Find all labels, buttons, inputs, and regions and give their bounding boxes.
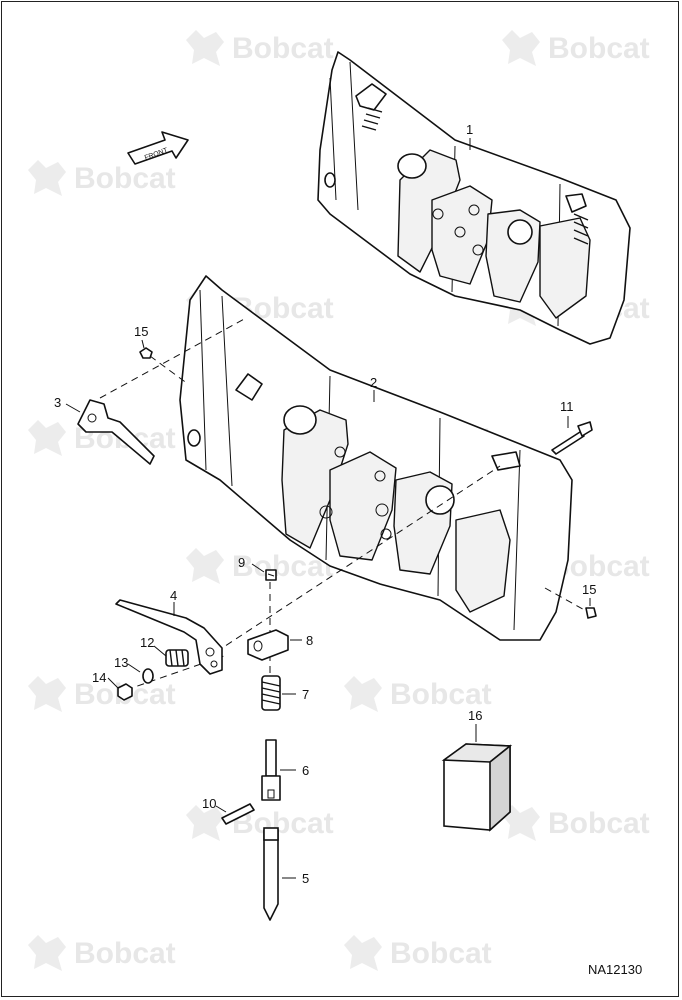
- callout-7: 7: [302, 687, 309, 702]
- watermark: Bobcat: [28, 160, 176, 196]
- callout-6: 6: [302, 763, 309, 778]
- callout-15b: 15: [582, 582, 596, 597]
- callout-14: 14: [92, 670, 106, 685]
- part-8-block: [247, 629, 289, 661]
- watermark: Bobcat: [502, 30, 650, 66]
- part-7-spring: [261, 675, 281, 711]
- part-5-rod: [263, 827, 279, 921]
- callout-3: 3: [54, 395, 61, 410]
- watermark-text: Bobcat: [74, 937, 176, 970]
- part-15-fitting-a: [139, 347, 153, 359]
- part-1-mount-frame: [317, 51, 631, 345]
- watermark-text: Bobcat: [548, 807, 650, 840]
- callout-13: 13: [114, 655, 128, 670]
- watermark-text: Bobcat: [390, 937, 492, 970]
- assembly-lines: [99, 317, 589, 691]
- callout-10: 10: [202, 796, 216, 811]
- callouts: 1 2 3 4 5 6 7 8 9 10 11 12 13 14 15 15 1…: [54, 122, 596, 886]
- part-3-lever: [77, 399, 155, 465]
- callout-8: 8: [306, 633, 313, 648]
- watermark: Bobcat: [344, 676, 492, 712]
- watermark-text: Bobcat: [390, 678, 492, 711]
- part-12-spring: [165, 649, 189, 667]
- callout-4: 4: [170, 588, 177, 603]
- watermark-text: Bobcat: [548, 32, 650, 65]
- callout-5: 5: [302, 871, 309, 886]
- watermark: Bobcat: [502, 805, 650, 841]
- part-16-decal-box: [441, 743, 513, 832]
- part-11-bolt: [551, 421, 593, 455]
- leader-lines: [65, 138, 591, 879]
- callout-2: 2: [370, 375, 377, 390]
- watermark-text: Bobcat: [74, 162, 176, 195]
- watermark: Bobcat: [186, 30, 334, 66]
- callout-16: 16: [468, 708, 482, 723]
- drawing-code: NA12130: [588, 962, 642, 977]
- part-6-pin: [261, 739, 281, 801]
- part-13-washer: [142, 668, 154, 684]
- watermark: Bobcat: [344, 935, 492, 971]
- part-10-roll-pin: [221, 803, 255, 825]
- watermark-text: Bobcat: [232, 32, 334, 65]
- part-15-fitting-b: [585, 607, 597, 619]
- part-2-mount-frame: [179, 275, 573, 641]
- callout-12: 12: [140, 635, 154, 650]
- callout-15a: 15: [134, 324, 148, 339]
- part-4-handle: [115, 599, 223, 675]
- part-9-screw: [265, 569, 277, 581]
- callout-11: 11: [560, 399, 574, 414]
- front-arrow-icon: FRONT: [127, 131, 189, 165]
- part-14-nut: [117, 683, 133, 701]
- watermark: Bobcat: [28, 935, 176, 971]
- callout-9: 9: [238, 555, 245, 570]
- callout-1: 1: [466, 122, 473, 137]
